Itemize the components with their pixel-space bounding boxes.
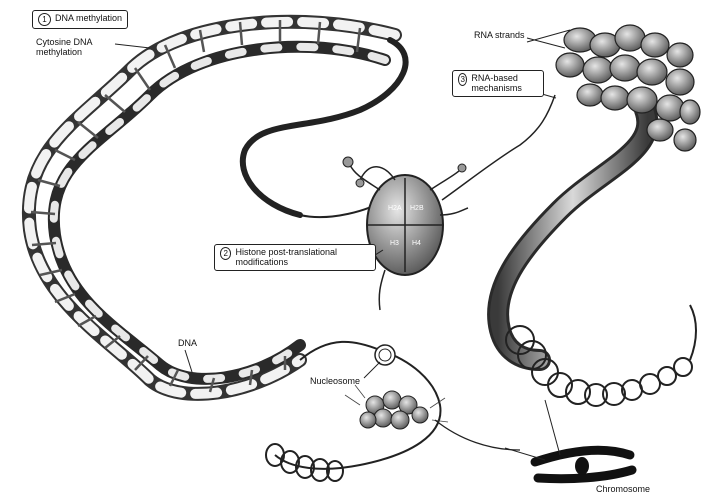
dna-double-helix — [29, 20, 395, 394]
histone-subunit-label: H4 — [412, 240, 421, 247]
step-number-badge: 2 — [220, 247, 231, 260]
step-number-badge: 3 — [458, 73, 467, 86]
step-number-badge: 1 — [38, 13, 51, 26]
chromosome-label: Chromosome — [596, 484, 650, 494]
rna-mechanisms-label: 3 RNA-based mechanisms — [452, 70, 544, 97]
nucleosome-label: Nucleosome — [310, 376, 360, 386]
cytosine-methylation-label: Cytosine DNA methylation — [36, 37, 116, 58]
bottom-coil-fiber — [266, 420, 520, 481]
dna-label: DNA — [178, 338, 197, 348]
histone-subunit-label: H2A — [388, 205, 402, 212]
histone-modifications-label: 2 Histone post-translational modificatio… — [214, 244, 376, 271]
histone-subunit-label: H3 — [390, 240, 399, 247]
histone-connector — [442, 95, 555, 200]
chromosome-pointers — [505, 400, 560, 460]
histone-octamer: H2A H2B H3 H4 — [343, 157, 468, 310]
chromosome-shape — [535, 450, 632, 479]
rna-strands-label: RNA strands — [474, 30, 534, 40]
rna-mechanisms-text: RNA-based mechanisms — [471, 73, 538, 94]
histone-subunit-label: H2B — [410, 205, 424, 212]
dna-methylation-label: 1 DNA methylation — [32, 10, 128, 29]
histone-modifications-text: Histone post-translational modifications — [235, 247, 370, 268]
dna-methylation-text: DNA methylation — [55, 13, 122, 23]
